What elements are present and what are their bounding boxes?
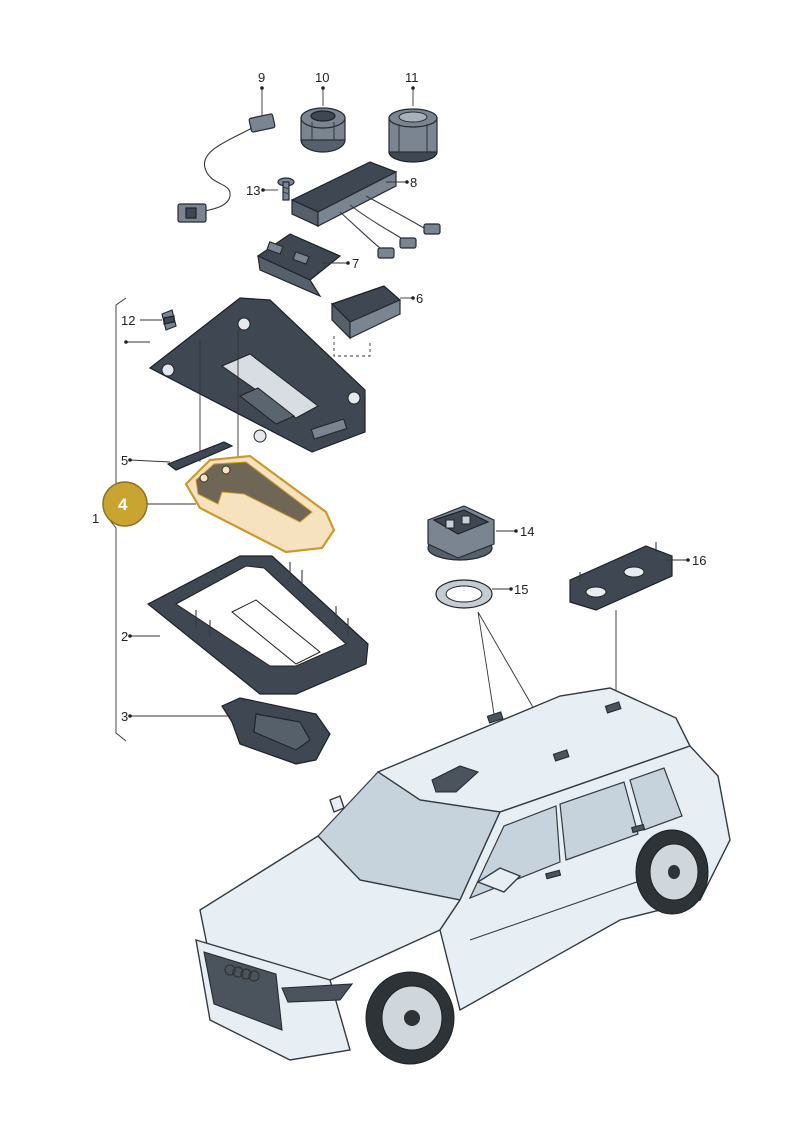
callout-7-group: 7 xyxy=(322,256,359,271)
part-10-switch[interactable] xyxy=(300,107,346,153)
part-8-control-module[interactable] xyxy=(290,161,441,259)
callout-2[interactable]: 2 xyxy=(121,629,128,644)
callout-6-group: 6 xyxy=(400,291,423,306)
callout-11-group: 11 xyxy=(405,70,419,106)
part-13-screw[interactable] xyxy=(277,177,295,201)
callout-7[interactable]: 7 xyxy=(352,256,359,271)
callout-8[interactable]: 8 xyxy=(410,175,417,190)
callout-14-group: 14 xyxy=(496,524,534,539)
callout-9[interactable]: 9 xyxy=(258,70,265,85)
callout-4[interactable]: 4 xyxy=(118,495,128,514)
callout-13[interactable]: 13 xyxy=(246,183,260,198)
callout-2-group: 2 xyxy=(121,629,160,644)
callout-6[interactable]: 6 xyxy=(416,291,423,306)
callout-10-group: 10 xyxy=(315,70,329,106)
callout-5[interactable]: 5 xyxy=(121,453,128,468)
callout-1[interactable]: 1 xyxy=(92,511,99,526)
callout-11[interactable]: 11 xyxy=(405,70,419,85)
part-11-knob[interactable] xyxy=(388,108,438,163)
highlight-badge[interactable] xyxy=(102,481,148,527)
callout-5-group: 5 xyxy=(121,453,171,468)
part-12-clip[interactable] xyxy=(161,309,177,331)
part-5-trim-strip[interactable] xyxy=(166,441,234,471)
callout-3-group: 3 xyxy=(121,709,230,724)
part-6-button-unit[interactable] xyxy=(330,285,402,357)
callout-14[interactable]: 14 xyxy=(520,524,534,539)
callout-3[interactable]: 3 xyxy=(121,709,128,724)
part-15-ring[interactable] xyxy=(435,579,493,609)
callout-16-group: 16 xyxy=(666,553,706,568)
callout-13-group: 13 xyxy=(246,183,278,198)
callout-10[interactable]: 10 xyxy=(315,70,329,85)
callout-8-group: 8 xyxy=(386,175,417,190)
callout-12[interactable]: 12 xyxy=(121,313,135,328)
roof-console-housing[interactable] xyxy=(148,297,366,453)
part-2-gasket-frame[interactable] xyxy=(146,555,369,695)
part-16-lamp-bar[interactable] xyxy=(569,542,673,611)
audi-rings-icon xyxy=(224,964,260,982)
callout-4-group: 4 xyxy=(102,481,196,527)
callout-12-group: 12 xyxy=(121,313,162,328)
callout-16[interactable]: 16 xyxy=(692,553,706,568)
suv-vehicle-icon xyxy=(195,687,731,1065)
part-9-cable[interactable] xyxy=(177,113,276,223)
callout-15-group: 15 xyxy=(492,582,528,597)
callout-15[interactable]: 15 xyxy=(514,582,528,597)
part-4-insulation-pad[interactable] xyxy=(184,454,336,554)
callout-9-group: 9 xyxy=(258,70,265,116)
part-14-lamp-unit[interactable] xyxy=(427,505,495,561)
part-7-switch-module[interactable] xyxy=(256,233,342,298)
part-3-cover[interactable] xyxy=(221,697,331,765)
